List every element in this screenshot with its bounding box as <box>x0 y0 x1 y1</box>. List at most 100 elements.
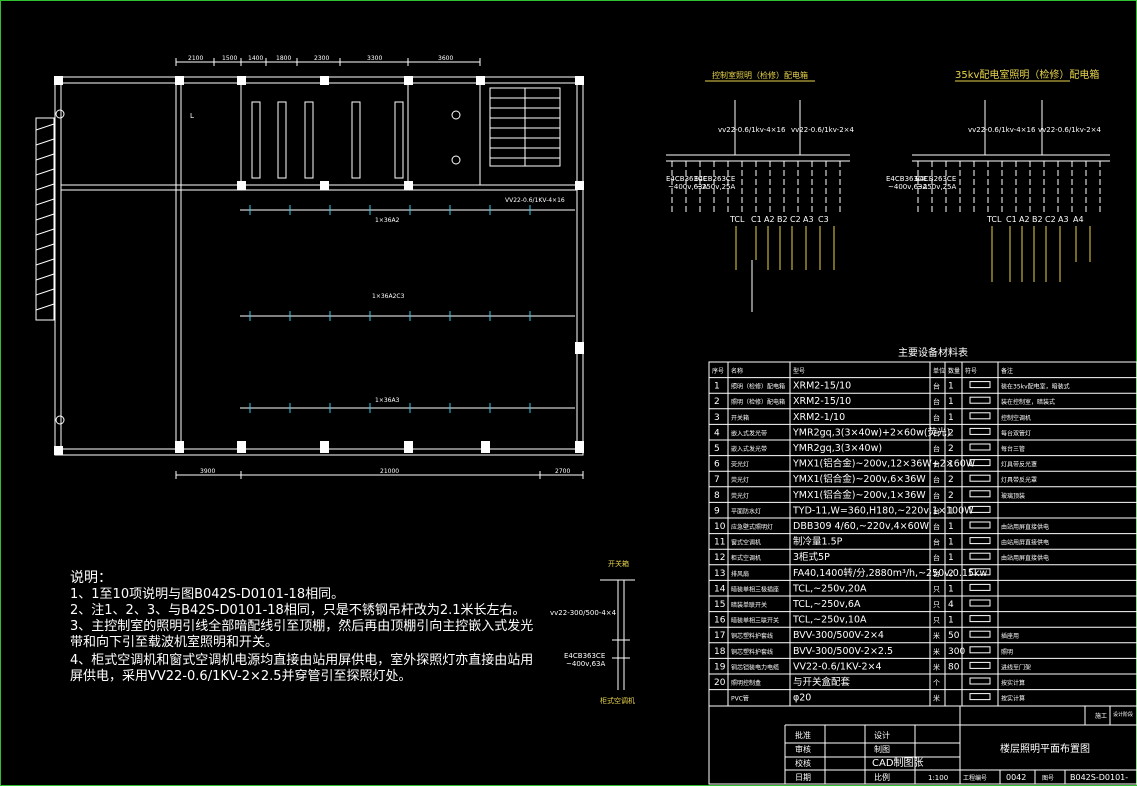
tb-ratio-label: 比例 <box>874 772 890 782</box>
table-cell-unit: 米 <box>933 647 940 656</box>
tb-ratio: 1:100 <box>928 774 948 782</box>
right-circuit-2: C1 <box>1006 215 1017 224</box>
plan-inner-wall <box>60 82 578 450</box>
dim-top-3: 1400 <box>248 55 263 62</box>
table-cell-qty: 1 <box>948 522 954 532</box>
table-cell-unit: 只 <box>933 617 940 625</box>
table-cell-model: YMR2gq,3(3×40w)+2×60w(荧光) <box>792 426 950 438</box>
table-symbol <box>969 568 991 576</box>
table-cell-model: TYD-11,W=360,H180,~220v,1×100W <box>792 505 974 516</box>
table-cell-unit: 台 <box>933 506 940 515</box>
table-cell-no: 10 <box>714 522 726 532</box>
table-cell-model: YMR2gq,3(3×40w) <box>792 443 882 454</box>
table-cell-unit: 台 <box>933 538 940 547</box>
table-cell-unit: 米 <box>933 694 940 703</box>
lower-cable-label: vv22-300/500-4×4 <box>550 609 617 617</box>
note-line-2: 2、注1、2、3、与B42S-D0101-18相同，只是不锈钢吊杆改为2.1米长… <box>70 603 526 618</box>
panel-left-breaker-a: E4CB363CE <box>666 175 707 183</box>
tb-drawing-title: 楼层照明平面布置图 <box>1000 742 1090 755</box>
table-cell-remark: 插座用 <box>1001 632 1019 640</box>
table-cell-model: DBB309 4/60,~220v,4×60W <box>793 521 930 532</box>
table-cell-name: PVC管 <box>731 695 749 703</box>
table-cell-qty: 4 <box>948 600 954 610</box>
tb-review: 审核 <box>795 744 811 754</box>
note-line-1: 1、1至10项说明与图B042S-D0101-18相同。 <box>70 587 344 602</box>
left-circuit-6: A3 <box>803 215 814 224</box>
table-header-cell: 数量 <box>948 367 960 375</box>
table-cell-unit: 台 <box>933 475 940 484</box>
table-cell-qty: 2 <box>948 428 954 438</box>
table-cell-qty: 1 <box>948 506 954 516</box>
table-cell-qty: 1 <box>948 382 954 392</box>
table-cell-model: TCL,~250v,20A <box>792 583 867 594</box>
lower-breaker-a: E4CB363CE <box>564 652 605 660</box>
table-title: 主要设备材料表 <box>898 346 968 359</box>
table-cell-no: 8 <box>714 491 720 501</box>
table-cell-model: XRM2-1/10 <box>793 412 845 423</box>
panel-right-cable-a: vv22-0.6/1kv-4×16 <box>968 126 1036 134</box>
table-cell-remark: 按实计算 <box>1001 679 1025 687</box>
table-cell-qty: 1 <box>948 460 954 470</box>
panel-left: 控制室照明（检修）配电箱 vv22-0.6/1kv-4×16 vv22-0.6/… <box>666 70 855 312</box>
table-symbol <box>969 693 991 701</box>
table-cell-model: TCL,~250v,10A <box>792 615 867 626</box>
panel-left-title: 控制室照明（检修）配电箱 <box>712 70 808 80</box>
table-header-cell: 单位 <box>933 367 945 375</box>
table-symbol <box>969 583 991 591</box>
table-cell-name: 平面防水灯 <box>731 507 761 515</box>
table-cell-model: XRM2-15/10 <box>793 396 851 407</box>
table-symbol <box>969 490 991 498</box>
table-cell-no: 17 <box>714 631 725 641</box>
table-cell-unit: 台 <box>933 382 940 391</box>
right-circuit-1: TCL <box>986 215 1002 224</box>
table-cell-model: 与开关盒配套 <box>793 676 851 688</box>
table-cell-no: 18 <box>714 647 726 657</box>
dim-top-1: 2100 <box>188 55 203 62</box>
table-cell-unit: 台 <box>933 522 940 531</box>
panel-right-breaker-d: ~250v,25A <box>917 183 957 191</box>
table-header-cell: 名称 <box>731 367 743 375</box>
table-cell-remark: 照明 <box>1001 649 1013 656</box>
table-cell-unit: 台 <box>933 413 940 422</box>
note-line-4: 带和向下引至载波机室照明和开关。 <box>70 634 278 650</box>
table-symbol <box>969 615 991 623</box>
table-cell-name: 照明（检修）配电箱 <box>731 398 785 406</box>
plan-columns <box>54 76 584 455</box>
panel-left-cable-a: vv22-0.6/1kv-4×16 <box>718 126 786 134</box>
table-cell-qty: 2 <box>948 475 954 485</box>
table-cell-unit: 米 <box>933 631 940 640</box>
table-symbol <box>969 677 991 685</box>
table-cell-unit: 只 <box>933 585 940 593</box>
left-circuit-3: A2 <box>764 215 775 224</box>
right-circuit-3: A2 <box>1019 215 1030 224</box>
tb-date: 日期 <box>795 773 811 782</box>
left-circuit-4: B2 <box>777 215 788 224</box>
left-circuit-1: TCL <box>729 215 745 224</box>
table-cell-name: 暗装单相三极插座 <box>731 585 779 593</box>
table-cell-remark: 每台双管灯 <box>1001 429 1031 437</box>
table-cell-model: 3柜式5P <box>793 551 830 563</box>
table-cell-qty: 2 <box>948 491 954 501</box>
table-cell-model: TCL,~250v,6A <box>792 599 861 610</box>
table-cell-qty: 1 <box>948 397 954 407</box>
table-cell-name: 暗装单联开关 <box>731 601 767 609</box>
switch-label-a: L <box>190 112 194 120</box>
table-symbol <box>969 505 991 513</box>
table-symbol <box>969 427 991 435</box>
table-cell-unit: 台 <box>933 460 940 469</box>
table-cell-name: 荧光灯 <box>731 461 749 469</box>
left-circuit-5: C2 <box>790 215 801 224</box>
dim-bottom-2: 21000 <box>380 468 399 475</box>
table-cell-no: 12 <box>714 553 725 563</box>
table-cell-name: 暗装单相三联开关 <box>731 617 779 625</box>
table-cell-unit: 米 <box>933 662 940 671</box>
table-cell-qty: 1 <box>948 413 954 423</box>
table-symbol <box>969 537 991 545</box>
table-cell-qty: 1 <box>948 584 954 594</box>
tb-proj-label: 工程编号 <box>963 774 987 782</box>
lower-note: 柜式空调机 <box>600 696 635 705</box>
table-cell-no: 7 <box>714 475 720 485</box>
table-symbol <box>969 521 991 529</box>
